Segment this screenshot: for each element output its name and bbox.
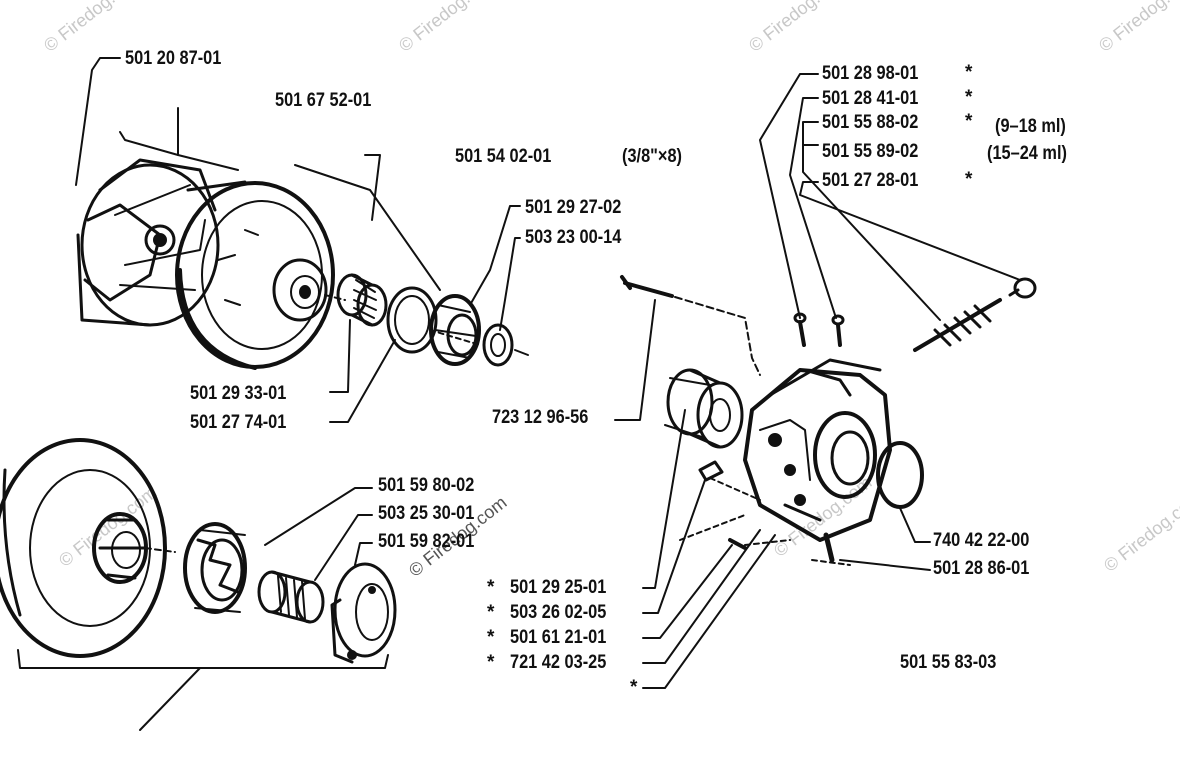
part-label-503-25-30-01: 503 25 30-01	[378, 503, 475, 524]
part-label-501-27-74-01: 501 27 74-01	[190, 412, 287, 433]
part-label-501-27-28-01: 501 27 28-01	[822, 170, 919, 191]
oil-pump-assembly	[614, 73, 1037, 689]
service-kit-marker: *	[487, 577, 495, 598]
oil-volume-label-a: (9–18 ml)	[995, 116, 1066, 137]
service-kit-marker: *	[487, 602, 495, 623]
part-label-503-23-00-14: 503 23 00-14	[525, 227, 622, 248]
chain-spec-label: (3/8"×8)	[622, 146, 682, 167]
part-label-501-55-88-02: 501 55 88-02	[822, 112, 919, 133]
part-label-723-12-96-56: 723 12 96-56	[492, 407, 589, 428]
clutch-assembly-bottom	[0, 438, 397, 731]
part-label-501-67-52-01: 501 67 52-01	[275, 90, 372, 111]
service-kit-marker: *	[965, 87, 973, 108]
part-label-501-28-98-01: 501 28 98-01	[822, 63, 919, 84]
service-kit-marker: *	[630, 677, 638, 698]
service-kit-marker: *	[965, 62, 973, 83]
part-label-501-28-86-01: 501 28 86-01	[933, 558, 1030, 579]
part-label-740-42-22-00: 740 42 22-00	[933, 530, 1030, 551]
oil-volume-label-b: (15–24 ml)	[987, 143, 1067, 164]
part-label-501-29-27-02: 501 29 27-02	[525, 197, 622, 218]
part-label-721-42-03-25: 721 42 03-25	[510, 652, 607, 673]
part-label-503-26-02-05: 503 26 02-05	[510, 602, 607, 623]
service-kit-marker: *	[487, 627, 495, 648]
part-label-501-55-89-02: 501 55 89-02	[822, 141, 919, 162]
part-label-501-29-25-01: 501 29 25-01	[510, 577, 607, 598]
service-kit-marker: *	[965, 111, 973, 132]
part-label-501-55-83-03: 501 55 83-03	[900, 652, 997, 673]
service-kit-marker: *	[965, 169, 973, 190]
part-label-501-20-87-01: 501 20 87-01	[125, 48, 222, 69]
part-label-501-29-33-01: 501 29 33-01	[190, 383, 287, 404]
part-label-501-59-82-01: 501 59 82-01	[378, 531, 475, 552]
part-label-501-54-02-01: 501 54 02-01	[455, 146, 552, 167]
part-label-501-28-41-01: 501 28 41-01	[822, 88, 919, 109]
part-label-501-59-80-02: 501 59 80-02	[378, 475, 475, 496]
part-label-501-61-21-01: 501 61 21-01	[510, 627, 607, 648]
clutch-assembly-top	[75, 57, 529, 423]
service-kit-marker: *	[487, 652, 495, 673]
